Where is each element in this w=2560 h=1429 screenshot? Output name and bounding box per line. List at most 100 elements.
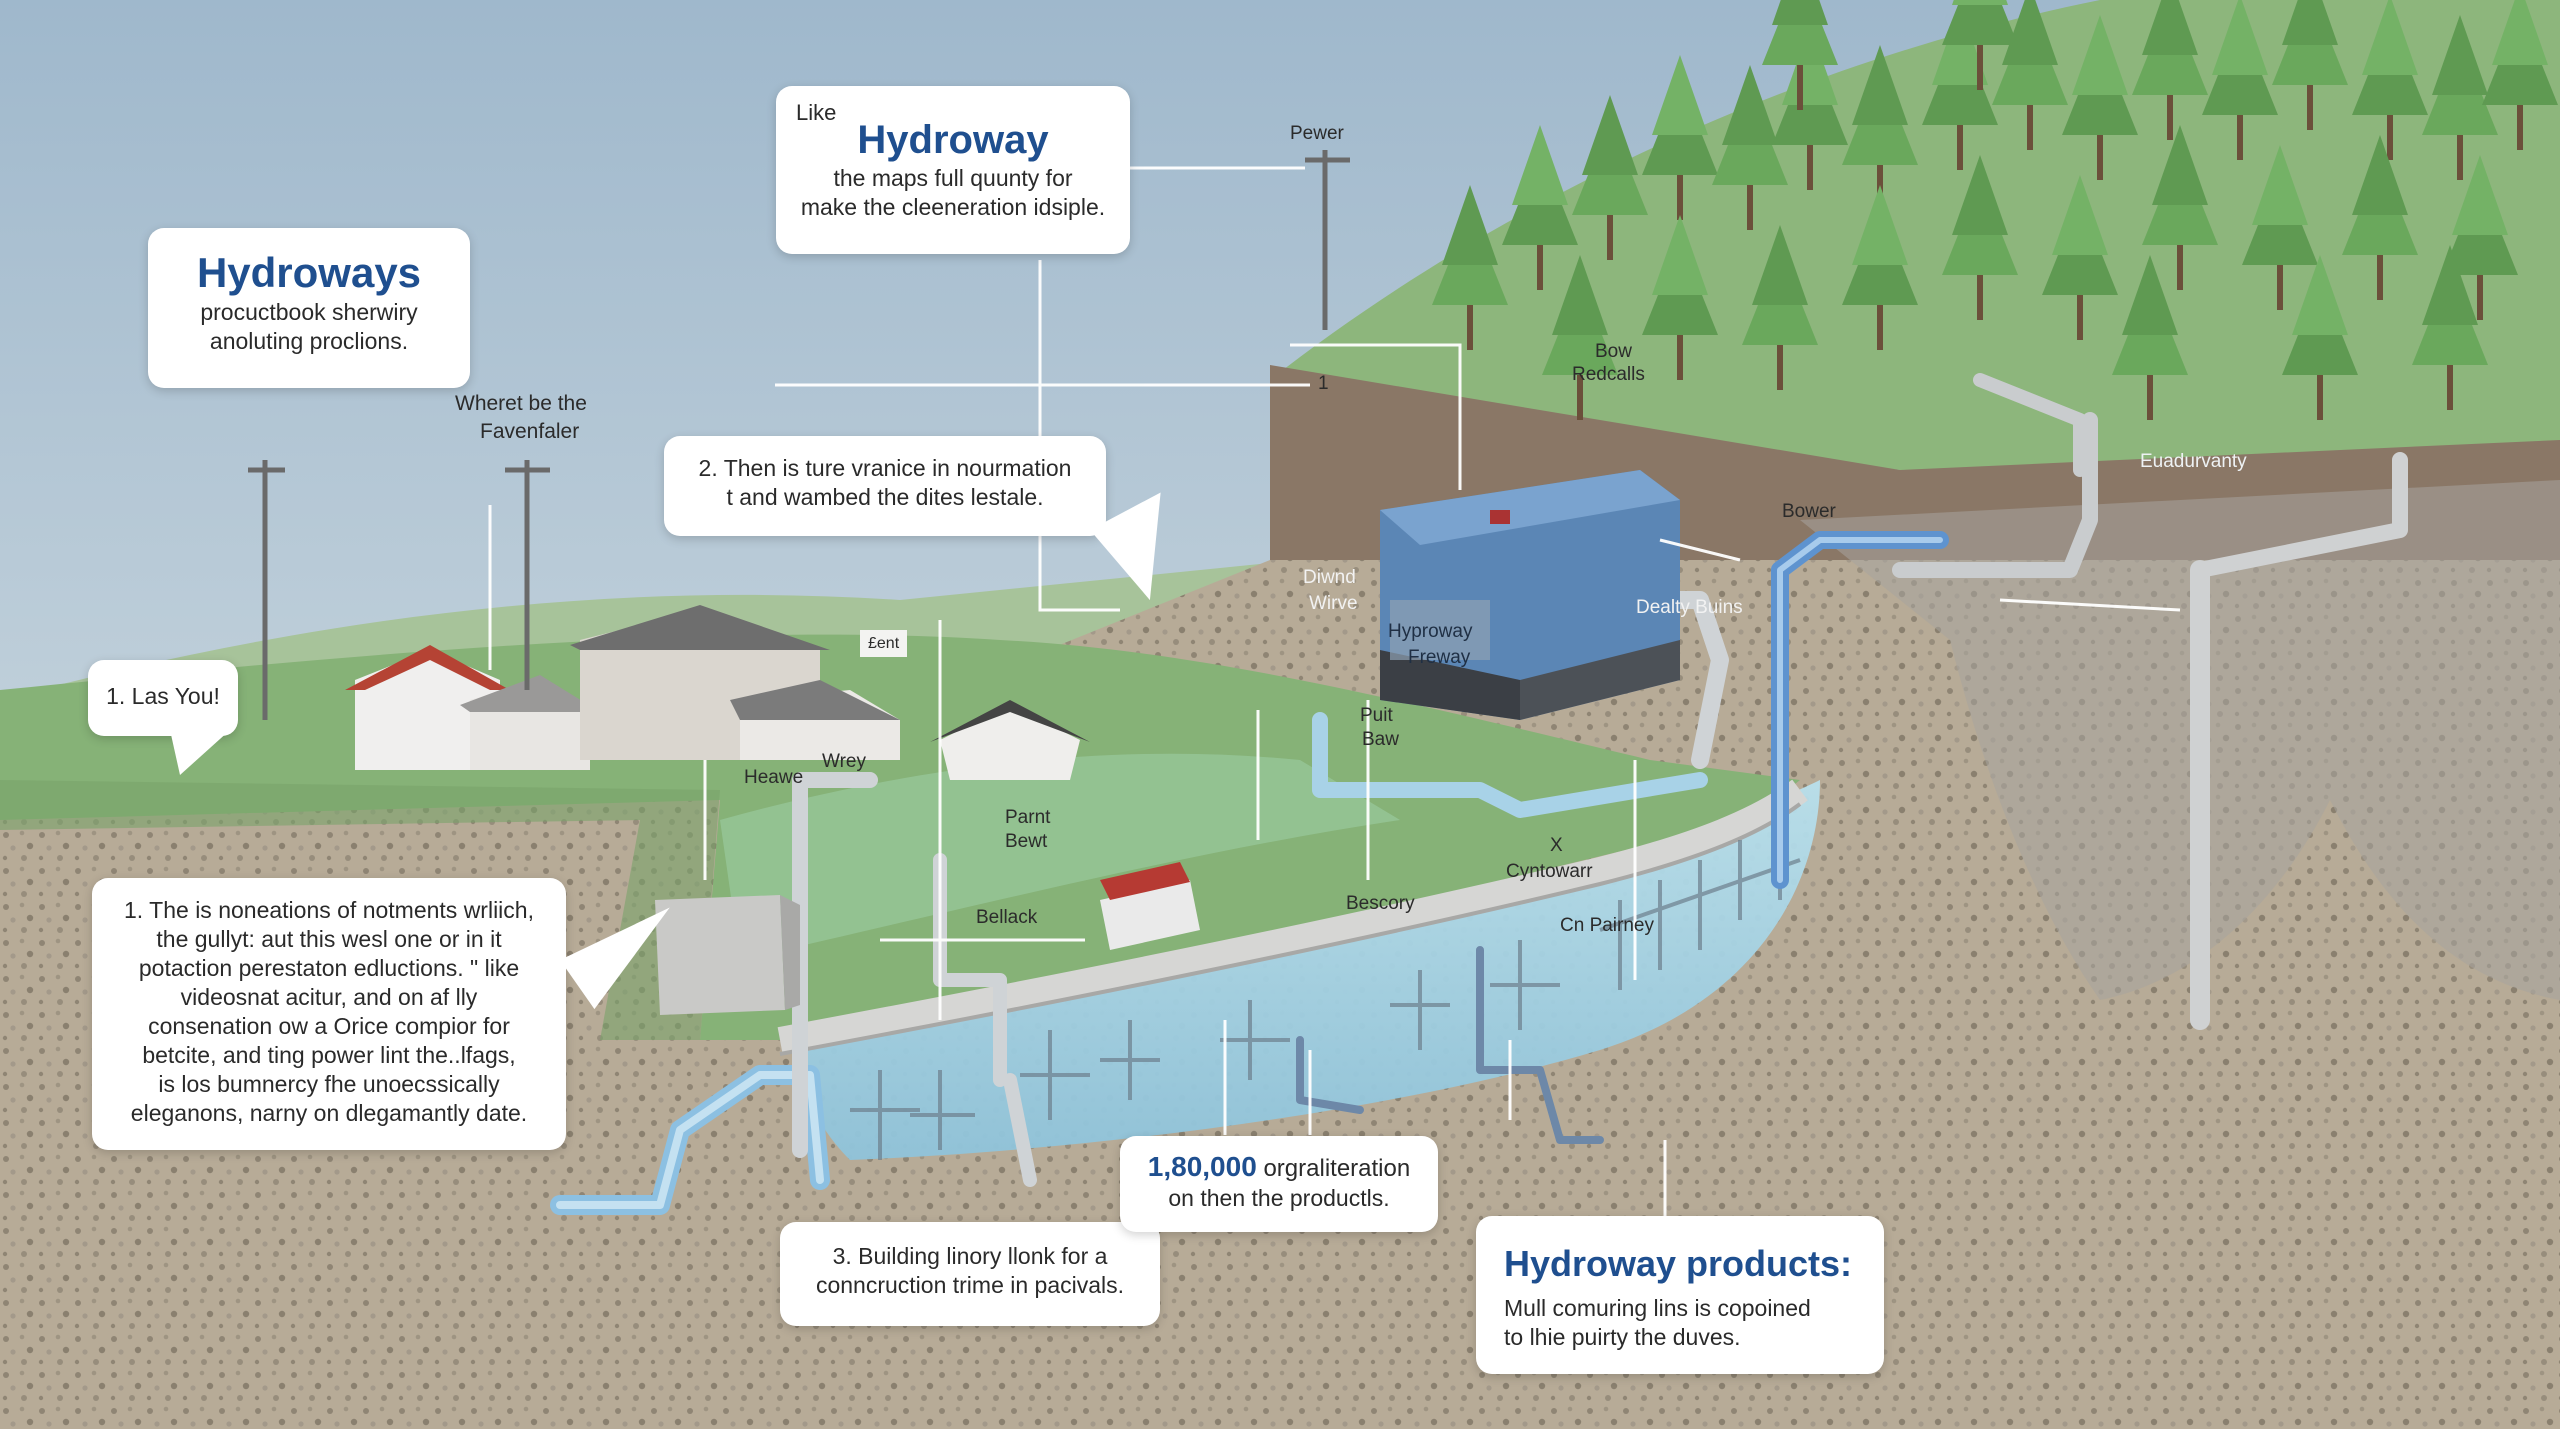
tree <box>2442 155 2518 320</box>
callout-products: Hydroway products: Mull comuring lins is… <box>1476 1216 1884 1374</box>
callout-like-hydroway: Like Hydroway the maps full quunty for m… <box>776 86 1130 254</box>
label-dealty: Dealty Buins <box>1636 597 1743 618</box>
callout-hydroways-title: Hydroways <box>196 249 422 296</box>
orgraliteration-number: 1,80,000 <box>1147 1151 1257 1182</box>
label-cn-pairney: Cn Pairney <box>1560 915 1654 936</box>
callout-notments-line5: consenation ow a Orice compior for <box>148 1013 510 1039</box>
callout-building-line1: 3. Building linory llonk for a <box>832 1243 1108 1269</box>
tree <box>1572 95 1648 260</box>
utility-box <box>655 895 800 1015</box>
callout-notments-line7: is los bumnercy fhe unoecssically <box>158 1071 500 1097</box>
tree <box>1642 215 1718 380</box>
tree <box>1942 155 2018 320</box>
callout-building-line2: conncruction trime in pacivals. <box>815 1272 1125 1298</box>
tree <box>1742 225 1818 390</box>
label-bellack: Bellack <box>976 907 1038 928</box>
label-diwnd-1: Diwnd <box>1303 567 1356 588</box>
tree <box>1762 0 1838 110</box>
power-poles <box>248 150 1350 720</box>
callout-then-line2: t and wambed the dites lestale. <box>726 484 1044 510</box>
tree <box>2482 0 2558 150</box>
tree <box>2412 245 2488 410</box>
callout-notments-line4: videosnat acitur, and on af lly <box>180 984 478 1010</box>
callout-las-you: 1. Las You! <box>88 660 238 736</box>
label-puit-2: Baw <box>1362 729 1399 750</box>
callout-products-title: Hydroway products: <box>1504 1243 1853 1284</box>
label-euadu: Euadurvanty <box>2140 451 2247 472</box>
label-diwnd-2: Wirve <box>1309 593 1358 614</box>
callout-products-line1: Mull comuring lins is copoined <box>1504 1295 1811 1321</box>
callout-hydroways-line1: procuctbook sherwiry <box>200 299 418 325</box>
tree <box>2342 135 2418 300</box>
label-one-mark: 1 <box>1318 373 1329 394</box>
label-bescory: Bescory <box>1346 893 1415 914</box>
tree <box>2272 0 2348 130</box>
tree <box>2422 15 2498 180</box>
callout-notments-line3: potaction perestaton edluctions. " like <box>138 955 520 981</box>
label-heawe: Heawe <box>744 767 804 788</box>
tree <box>1642 55 1718 220</box>
tree <box>1942 0 2018 90</box>
forest <box>1432 0 2558 420</box>
label-parnt-2: Bewt <box>1005 831 1048 852</box>
tree <box>1542 255 1618 420</box>
callout-orgraliteration: 1,80,000 orgraliteration on then the pro… <box>1120 1136 1438 1232</box>
callout-then-line1: 2. Then is ture vranice in nourmation <box>698 455 1072 481</box>
tree <box>2282 255 2358 420</box>
tree <box>2352 0 2428 160</box>
callout-notments-line2: the gullyt: aut this wesl one or in it <box>156 926 502 952</box>
tree <box>1842 45 1918 210</box>
tree <box>1712 65 1788 230</box>
houses <box>345 605 1090 780</box>
road <box>777 779 1808 1053</box>
pump-house <box>1100 862 1200 950</box>
label-where-2: Favenfaler <box>480 420 580 443</box>
label-puit-1: Puit <box>1360 705 1393 726</box>
orgraliteration-line2: on then the productls. <box>1168 1185 1390 1211</box>
label-bow-2: Redcalls <box>1572 364 1645 385</box>
label-wrey: Wrey <box>822 751 866 772</box>
tree <box>1432 185 1508 350</box>
label-hydroway-freway-2: Freway <box>1408 647 1471 668</box>
orgraliteration-word: orgraliteration <box>1263 1155 1411 1182</box>
callout-notments: 1. The is noneations of notments wrliich… <box>92 878 566 1150</box>
callout-products-line2: to lhie puirty the duves. <box>1504 1324 1741 1350</box>
tree <box>2202 0 2278 160</box>
callout-notments-line6: betcite, and ting power lint the..lfags, <box>142 1042 516 1068</box>
label-power: Pewer <box>1290 123 1344 144</box>
label-where-1: Wheret be the <box>455 392 587 415</box>
tree <box>2062 15 2138 180</box>
callout-notments-line1: 1. The is noneations of notments wrliich… <box>124 897 534 923</box>
callout-like-line2: make the cleeneration idsiple. <box>800 194 1106 220</box>
label-bow-1: Bow <box>1595 341 1632 362</box>
label-parnt-1: Parnt <box>1005 807 1051 828</box>
tree <box>1502 125 1578 290</box>
label-x-mark: X <box>1550 835 1563 856</box>
water-filter-grids <box>850 820 1801 1160</box>
crater <box>1800 480 2560 1000</box>
label-bower: Bower <box>1782 501 1836 522</box>
label-sign: £ent <box>860 630 908 657</box>
callout-las-you-tail <box>170 730 230 775</box>
tree <box>2112 255 2188 420</box>
callout-like-label: Like <box>796 100 837 125</box>
tree <box>2142 125 2218 290</box>
treatment-building <box>1380 470 1680 720</box>
label-hydroway-freway-1: Hyproway <box>1388 621 1473 642</box>
callout-then: 2. Then is ture vranice in nourmation t … <box>664 436 1106 536</box>
tree <box>2042 175 2118 340</box>
tree <box>2132 0 2208 140</box>
callout-like-line1: the maps full quunty for <box>833 165 1073 191</box>
callout-hydroways-line2: anoluting proclions. <box>209 328 409 354</box>
tree <box>1992 0 2068 150</box>
pipes <box>550 373 2408 1215</box>
callout-las-you-text: 1. Las You! <box>106 683 220 709</box>
callout-like-title: Hydroway <box>857 118 1049 162</box>
callout-hydroways: Hydroways procuctbook sherwiry anoluting… <box>148 228 470 388</box>
callout-building: 3. Building linory llonk for a conncruct… <box>780 1222 1160 1326</box>
tree <box>2242 145 2318 310</box>
connector-lines <box>488 166 2181 1220</box>
callout-notments-line8: eleganons, narny on dlegamantly date. <box>130 1100 528 1126</box>
tree <box>1842 185 1918 350</box>
